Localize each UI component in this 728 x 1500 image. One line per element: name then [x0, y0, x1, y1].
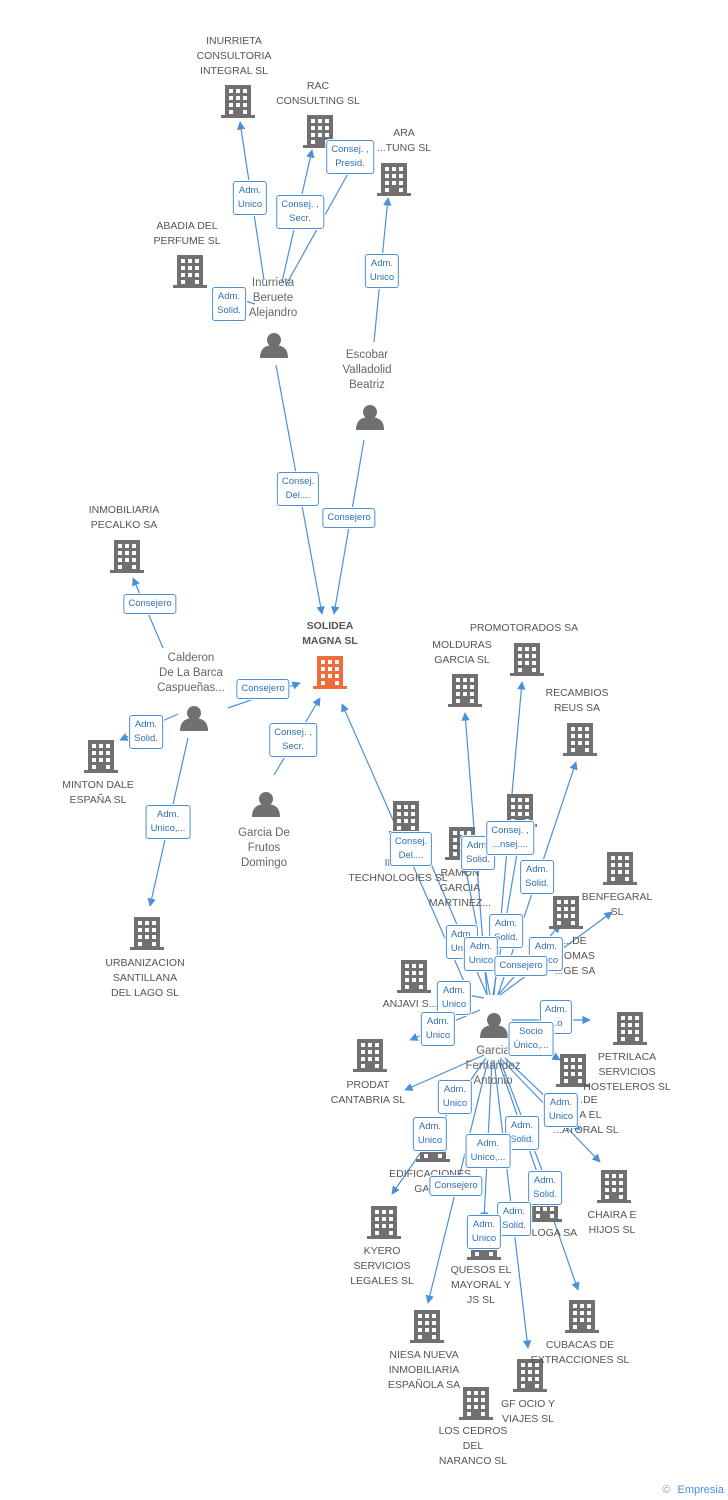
company-building-icon[interactable]	[563, 723, 597, 756]
edge-role-label[interactable]: Adm. Unico	[232, 181, 268, 215]
edge-role-label[interactable]: Adm. Solid.	[129, 715, 163, 749]
company-name-minton[interactable]: MINTON DALE ESPAÑA SL	[62, 779, 134, 806]
company-name-niesa[interactable]: NIESA NUEVA INMOBILIARIA ESPAÑOLA SA	[387, 1349, 461, 1391]
edge-role-label[interactable]: Adm. Unico	[466, 1215, 502, 1249]
edge-role-label[interactable]: Consejero	[494, 956, 548, 976]
company-name-rac[interactable]: RAC CONSULTING SL	[276, 80, 360, 107]
person-icon[interactable]	[180, 706, 208, 731]
edge-p_garcia_f-to-prodat	[404, 1054, 485, 1091]
person-icon[interactable]	[480, 1013, 508, 1038]
person-icon[interactable]	[356, 405, 384, 430]
brand-footer: © Empresia	[662, 1484, 724, 1496]
edge-role-label[interactable]: Adm. Unico	[463, 937, 499, 971]
company-building-icon[interactable]	[110, 540, 144, 573]
person-name-p_garcia_de[interactable]: Garcia De Frutos Domingo	[238, 827, 290, 869]
company-name-anjavi[interactable]: ANJAVI S...	[382, 998, 438, 1010]
company-building-icon[interactable]	[397, 960, 431, 993]
edge-role-label[interactable]: Adm. Unico	[412, 1117, 448, 1151]
edge-role-label[interactable]: Adm. Unico	[420, 1012, 456, 1046]
company-name-promotorados[interactable]: PROMOTORADOS SA	[469, 622, 579, 634]
company-name-benfegaral[interactable]: BENFEGARAL SL	[581, 891, 653, 918]
edge-role-label[interactable]: Adm. Unico,...	[465, 1134, 511, 1168]
person-icon[interactable]	[252, 792, 280, 817]
person-name-p_inurrieta[interactable]: Inurrieta Beruete Alejandro	[248, 277, 298, 319]
company-name-prodat[interactable]: PRODAT CANTABRIA SL	[330, 1079, 406, 1106]
edge-role-label[interactable]: Adm. Solid.	[520, 860, 554, 894]
company-building-icon[interactable]	[377, 163, 411, 196]
edge-role-label[interactable]: Consejero	[236, 679, 290, 699]
company-building-icon[interactable]	[221, 85, 255, 118]
company-name-chaira[interactable]: CHAIRA E HIJOS SL	[587, 1209, 637, 1236]
person-name-p_garcia_f[interactable]: Garcia Fernandez Antonio	[465, 1045, 521, 1087]
edge-role-label[interactable]: Consej. , Presid.	[326, 140, 374, 174]
company-name-c_loga[interactable]: ...LOGA SA	[522, 1227, 578, 1239]
edge-role-label[interactable]: Consejero	[429, 1176, 483, 1196]
company-name-urbanizacion[interactable]: URBANIZACION SANTILLANA DEL LAGO SL	[105, 957, 185, 999]
company-name-c_mid2[interactable]: ...DE ...OMAS ...GE SA	[554, 935, 596, 977]
edge-role-label[interactable]: Adm. Unico	[436, 981, 472, 1015]
company-building-icon[interactable]	[84, 740, 118, 773]
person-name-p_escobar[interactable]: Escobar Valladolid Beatriz	[342, 349, 392, 391]
edge-role-label[interactable]: Consej. Del....	[389, 832, 433, 866]
edge-role-label[interactable]: Adm. Solid.	[497, 1202, 531, 1236]
company-name-abadia[interactable]: ABADIA DEL PERFUME SL	[153, 220, 221, 247]
edge-role-label[interactable]: Socio Único,...	[508, 1022, 554, 1056]
edge-role-label[interactable]: Adm. Unico,...	[145, 805, 191, 839]
company-name-pecalko[interactable]: INMOBILIARIA PECALKO SA	[88, 504, 160, 531]
edge-role-label[interactable]: Consej. Del....	[276, 472, 320, 506]
company-name-recambios[interactable]: RECAMBIOS REUS SA	[545, 687, 609, 714]
center-company-icon[interactable]	[313, 656, 347, 689]
company-building-icon[interactable]	[613, 1012, 647, 1045]
company-name-solidea[interactable]: SOLIDEA MAGNA SL	[302, 620, 358, 647]
company-building-icon[interactable]	[173, 255, 207, 288]
company-name-quesos[interactable]: QUESOS EL MAYORAL Y JS SL	[450, 1264, 512, 1306]
company-building-icon[interactable]	[565, 1300, 599, 1333]
company-name-c_mid3[interactable]: ...DE ...A EL ...ATORAL SL	[553, 1094, 619, 1136]
company-building-icon[interactable]	[603, 852, 637, 885]
company-building-icon[interactable]	[410, 1310, 444, 1343]
person-icon[interactable]	[260, 333, 288, 358]
person-name-p_calderon[interactable]: Calderon De La Barca Caspueñas...	[157, 652, 225, 694]
edge-role-label[interactable]: Adm. Unico	[364, 254, 400, 288]
brand-name: Empresia	[677, 1484, 724, 1496]
company-name-petrilaca[interactable]: PETRILACA SERVICIOS HOSTELEROS SL	[583, 1051, 671, 1093]
edge-role-label[interactable]: Adm. Solid.	[505, 1116, 539, 1150]
company-building-icon[interactable]	[353, 1039, 387, 1072]
edge-role-label[interactable]: Adm. Solid.	[212, 287, 246, 321]
edge-role-label[interactable]: Consej. , Secr.	[269, 723, 317, 757]
company-building-icon[interactable]	[130, 917, 164, 950]
edge-role-label[interactable]: Consejero	[123, 594, 177, 614]
company-name-cedros[interactable]: LOS CEDROS DEL NARANCO SL	[438, 1425, 508, 1467]
company-name-ramon[interactable]: RAMON GARCIA MARTINEZ...	[428, 867, 492, 909]
edge-role-label[interactable]: Consejero	[322, 508, 376, 528]
edge-role-label[interactable]: Adm. Unico	[437, 1080, 473, 1114]
company-building-icon[interactable]	[448, 674, 482, 707]
company-name-inurrieta_c[interactable]: INURRIETA CONSULTORIA INTEGRAL SL	[196, 35, 272, 77]
company-name-ara[interactable]: ARA ...TUNG SL	[376, 127, 432, 154]
company-building-icon[interactable]	[367, 1206, 401, 1239]
edge-role-label[interactable]: Consej. , ...nsej....	[486, 821, 534, 855]
edge-role-label[interactable]: Adm. Unico	[543, 1093, 579, 1127]
company-name-kyero[interactable]: KYERO SERVICIOS LEGALES SL	[350, 1245, 414, 1287]
copyright-symbol: ©	[662, 1484, 671, 1496]
company-name-cubacas[interactable]: CUBACAS DE EXTRACCIONES SL	[530, 1339, 630, 1366]
company-name-gfocio[interactable]: GF OCIO Y VIAJES SL	[500, 1398, 556, 1425]
edge-role-label[interactable]: Consej. , Secr.	[276, 195, 324, 229]
company-building-icon[interactable]	[389, 801, 423, 834]
company-name-molduras[interactable]: MOLDURAS GARCIA SL	[432, 639, 492, 666]
edge-role-label[interactable]: Adm. Solid.	[528, 1171, 562, 1205]
company-building-icon[interactable]	[597, 1170, 631, 1203]
